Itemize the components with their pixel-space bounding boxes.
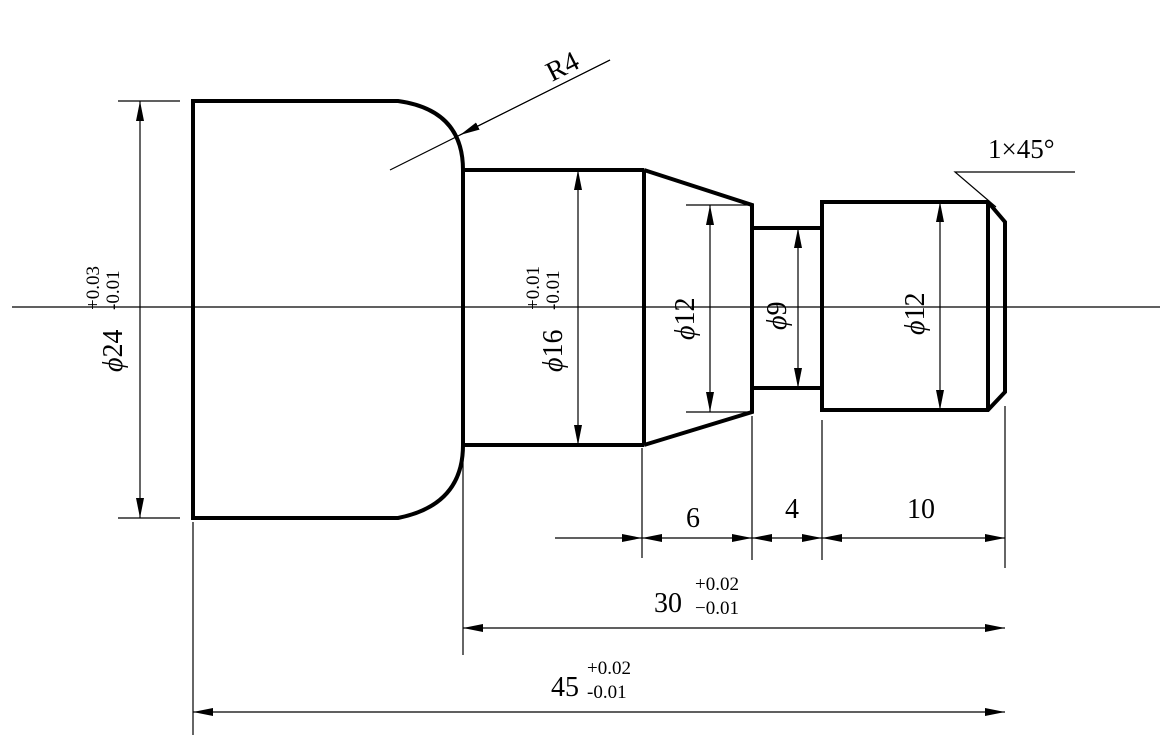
length-4-label: 4 bbox=[785, 494, 799, 525]
svg-text:+0.03: +0.03 bbox=[83, 266, 104, 310]
diameter-24-label: ϕ24 +0.03 -0.01 bbox=[83, 266, 129, 372]
diameter-12-end-label: ϕ12 bbox=[900, 293, 931, 336]
diameter-9-label: ϕ9 bbox=[762, 302, 793, 331]
diameter-16-label: ϕ16 +0.01 -0.01 bbox=[523, 266, 569, 372]
part-outline bbox=[191, 99, 1007, 520]
svg-text:ϕ12: ϕ12 bbox=[670, 298, 701, 341]
length-10-label: 10 bbox=[907, 494, 935, 525]
svg-text:+0.02: +0.02 bbox=[587, 658, 631, 679]
svg-text:+0.02: +0.02 bbox=[695, 574, 739, 595]
radius-label: R4 bbox=[541, 46, 584, 88]
dimension-lines bbox=[136, 59, 1075, 716]
svg-text:-0.01: -0.01 bbox=[587, 682, 627, 703]
length-6-label: 6 bbox=[686, 503, 700, 534]
length-45-label: 45 +0.02 -0.01 bbox=[551, 658, 631, 703]
svg-text:30: 30 bbox=[654, 588, 682, 619]
chamfer-label: 1×45° bbox=[988, 134, 1055, 164]
svg-text:ϕ12: ϕ12 bbox=[900, 293, 931, 336]
svg-text:-0.01: -0.01 bbox=[103, 270, 124, 310]
svg-text:ϕ24: ϕ24 bbox=[98, 330, 129, 373]
svg-text:45: 45 bbox=[551, 672, 579, 703]
svg-text:ϕ9: ϕ9 bbox=[762, 302, 793, 331]
svg-text:ϕ16: ϕ16 bbox=[538, 330, 569, 373]
svg-text:−0.01: −0.01 bbox=[695, 598, 739, 619]
diameter-12-cone-label: ϕ12 bbox=[670, 298, 701, 341]
length-30-label: 30 +0.02 −0.01 bbox=[654, 574, 739, 619]
svg-text:-0.01: -0.01 bbox=[543, 270, 564, 310]
svg-text:+0.01: +0.01 bbox=[523, 266, 544, 310]
extension-lines bbox=[118, 100, 1006, 735]
